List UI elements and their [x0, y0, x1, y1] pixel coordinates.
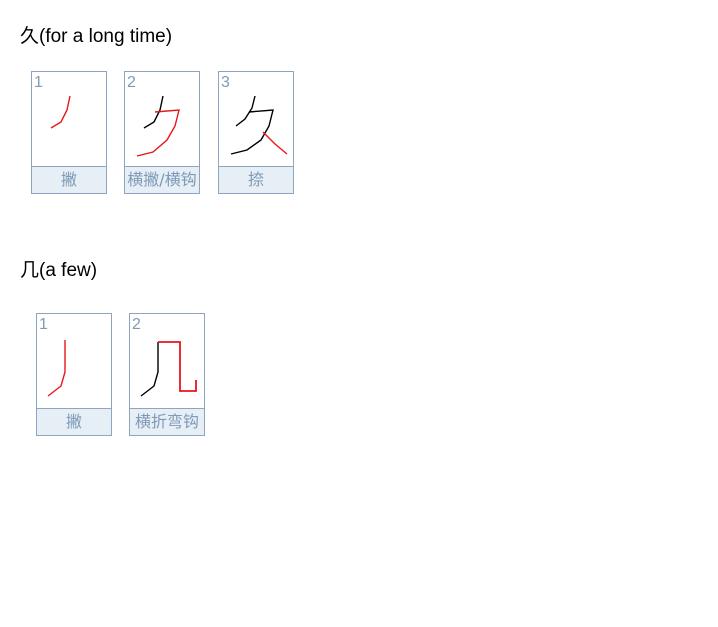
stroke-card: 1 撇: [31, 71, 107, 194]
stroke-name: 撇: [37, 408, 111, 435]
stroke-number: 1: [39, 316, 48, 333]
stroke-diagram: [230, 95, 288, 155]
section-heading-ji: 几(a few): [20, 260, 98, 281]
stroke-name: 捺: [219, 166, 293, 193]
stroke-name: 横撇/横钩: [125, 166, 199, 193]
stroke-diagram: [50, 95, 71, 129]
stroke-diagram: [140, 341, 197, 397]
stroke-card: 1 撇: [36, 313, 112, 436]
stroke-name: 横折弯钩: [130, 408, 204, 435]
stroke-number: 3: [221, 74, 230, 91]
stroke-card: 3 捺: [218, 71, 294, 194]
stroke-card: 2 横撇/横钩: [124, 71, 200, 194]
stroke-card: 2 横折弯钩: [129, 313, 205, 436]
stroke-diagram: [136, 95, 180, 157]
section-heading-jiu: 久(for a long time): [20, 26, 173, 47]
stroke-number: 2: [132, 316, 141, 333]
stroke-name: 撇: [32, 166, 106, 193]
stroke-number: 2: [127, 74, 136, 91]
stroke-number: 1: [34, 74, 43, 91]
stroke-diagram: [47, 340, 66, 397]
